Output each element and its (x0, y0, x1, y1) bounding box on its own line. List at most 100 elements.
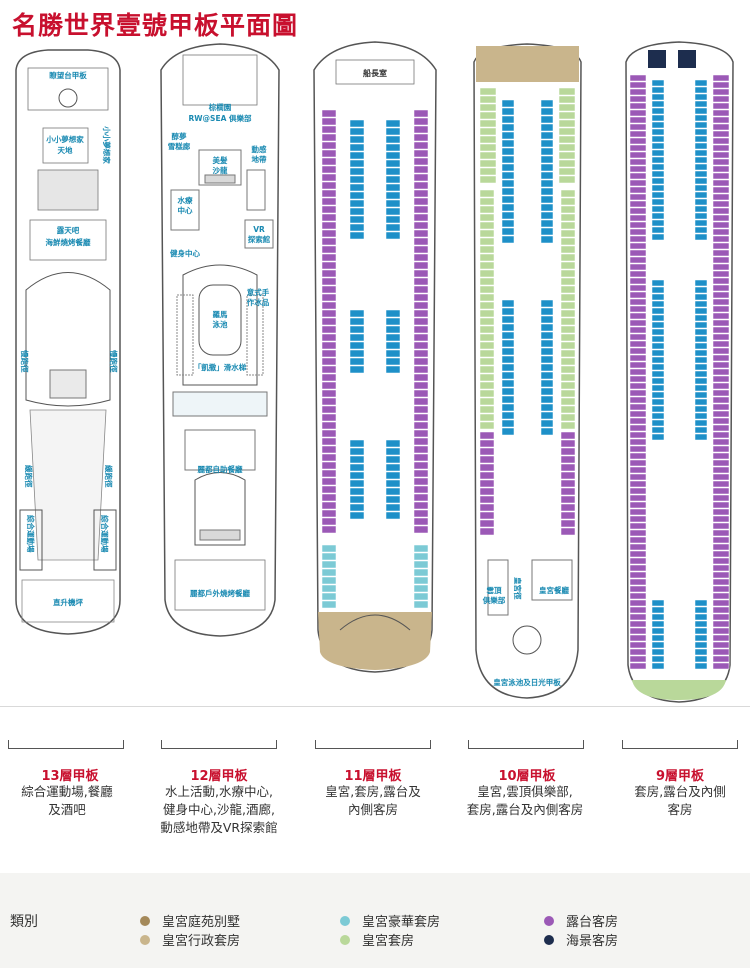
palace-suite-cabin[interactable] (558, 167, 576, 176)
balcony-cabin[interactable] (712, 95, 730, 103)
inside-cabin[interactable] (694, 377, 708, 385)
inside-cabin[interactable] (694, 342, 708, 350)
balcony-cabin[interactable] (629, 298, 647, 306)
inside-cabin[interactable] (651, 627, 665, 635)
balcony-cabin[interactable] (712, 508, 730, 516)
palace-suite-cabin[interactable] (560, 205, 576, 214)
balcony-cabin[interactable] (712, 305, 730, 313)
inside-cabin[interactable] (349, 333, 365, 342)
inside-cabin[interactable] (349, 199, 365, 208)
balcony-cabin[interactable] (629, 480, 647, 488)
deck-10-name[interactable]: 10層甲板 (498, 769, 556, 784)
palace-suite-cabin[interactable] (479, 245, 495, 254)
deck-11-balcony-left[interactable] (321, 109, 337, 609)
balcony-cabin[interactable] (413, 373, 429, 382)
balcony-cabin[interactable] (413, 301, 429, 310)
inside-cabin[interactable] (349, 119, 365, 128)
balcony-cabin[interactable] (629, 536, 647, 544)
balcony-cabin[interactable] (712, 578, 730, 586)
palace-suite-cabin[interactable] (560, 293, 576, 302)
balcony-cabin[interactable] (629, 312, 647, 320)
balcony-cabin[interactable] (479, 447, 495, 456)
balcony-cabin[interactable] (629, 172, 647, 180)
balcony-cabin[interactable] (413, 109, 429, 118)
balcony-cabin[interactable] (560, 487, 576, 496)
balcony-cabin[interactable] (712, 627, 730, 635)
inside-cabin[interactable] (540, 355, 554, 364)
balcony-cabin[interactable] (629, 326, 647, 334)
inside-cabin[interactable] (349, 463, 365, 472)
balcony-cabin[interactable] (413, 493, 429, 502)
inside-cabin[interactable] (501, 131, 515, 140)
inside-cabin[interactable] (540, 403, 554, 412)
balcony-cabin[interactable] (413, 429, 429, 438)
inside-cabin[interactable] (694, 170, 708, 178)
inside-cabin[interactable] (694, 370, 708, 378)
palace-suite-cabin[interactable] (560, 309, 576, 318)
palace-suite-cabin[interactable] (479, 167, 497, 176)
inside-cabin[interactable] (651, 405, 665, 413)
inside-cabin[interactable] (501, 195, 515, 204)
inside-cabin[interactable] (694, 613, 708, 621)
inside-cabin[interactable] (349, 183, 365, 192)
balcony-cabin[interactable] (321, 349, 337, 358)
balcony-cabin[interactable] (629, 228, 647, 236)
inside-cabin[interactable] (540, 347, 554, 356)
balcony-cabin[interactable] (413, 525, 429, 534)
inside-cabin[interactable] (385, 135, 401, 144)
inside-cabin[interactable] (385, 471, 401, 480)
balcony-cabin[interactable] (321, 381, 337, 390)
deluxe-suite-cabin[interactable] (413, 576, 429, 585)
balcony-cabin[interactable] (712, 158, 730, 166)
balcony-cabin[interactable] (413, 397, 429, 406)
balcony-cabin[interactable] (560, 511, 576, 520)
balcony-cabin[interactable] (629, 403, 647, 411)
deluxe-suite-cabin[interactable] (413, 560, 429, 569)
inside-cabin[interactable] (694, 321, 708, 329)
balcony-cabin[interactable] (629, 249, 647, 257)
balcony-cabin[interactable] (629, 431, 647, 439)
balcony-cabin[interactable] (712, 543, 730, 551)
balcony-cabin[interactable] (413, 149, 429, 158)
inside-cabin[interactable] (540, 131, 554, 140)
inside-cabin[interactable] (385, 119, 401, 128)
balcony-cabin[interactable] (479, 479, 495, 488)
inside-cabin[interactable] (651, 370, 665, 378)
palace-suite-cabin[interactable] (558, 95, 576, 104)
inside-cabin[interactable] (349, 503, 365, 512)
deck-12-name[interactable]: 12層甲板 (190, 769, 248, 784)
inside-cabin[interactable] (501, 355, 515, 364)
deck-10-palace-suites[interactable] (479, 87, 576, 184)
balcony-cabin[interactable] (413, 197, 429, 206)
palace-suite-cabin[interactable] (560, 381, 576, 390)
palace-suite-cabin[interactable] (560, 365, 576, 374)
balcony-cabin[interactable] (712, 522, 730, 530)
inside-cabin[interactable] (501, 187, 515, 196)
inside-cabin[interactable] (501, 211, 515, 220)
balcony-cabin[interactable] (413, 221, 429, 230)
inside-cabin[interactable] (694, 198, 708, 206)
balcony-cabin[interactable] (321, 485, 337, 494)
inside-cabin[interactable] (540, 187, 554, 196)
palace-suite-cabin[interactable] (560, 341, 576, 350)
inside-cabin[interactable] (651, 634, 665, 642)
palace-suite-cabin[interactable] (560, 197, 576, 206)
balcony-cabin[interactable] (712, 613, 730, 621)
inside-cabin[interactable] (385, 317, 401, 326)
inside-cabin[interactable] (385, 143, 401, 152)
inside-cabin[interactable] (540, 99, 554, 108)
balcony-cabin[interactable] (413, 501, 429, 510)
inside-cabin[interactable] (694, 620, 708, 628)
balcony-cabin[interactable] (712, 410, 730, 418)
inside-cabin[interactable] (385, 231, 401, 240)
balcony-cabin[interactable] (321, 493, 337, 502)
balcony-cabin[interactable] (413, 461, 429, 470)
inside-cabin[interactable] (540, 299, 554, 308)
balcony-cabin[interactable] (629, 333, 647, 341)
inside-cabin[interactable] (651, 377, 665, 385)
balcony-cabin[interactable] (321, 429, 337, 438)
balcony-cabin[interactable] (629, 151, 647, 159)
palace-suite-cabin[interactable] (560, 213, 576, 222)
inside-cabin[interactable] (694, 384, 708, 392)
palace-suite-cabin[interactable] (479, 421, 495, 430)
